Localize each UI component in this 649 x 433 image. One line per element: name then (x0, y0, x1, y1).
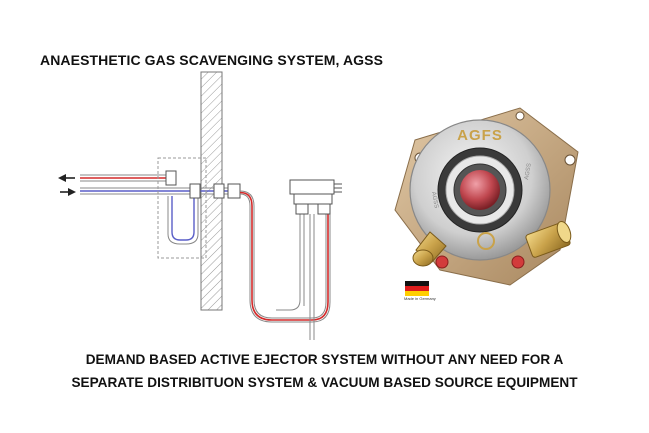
g-logo-icon (477, 232, 495, 250)
brand-label: AGFS (457, 127, 503, 144)
side-label-left: AGSS (430, 191, 439, 208)
agss-terminal-device: AGFS AGSS AGSS (394, 107, 579, 286)
side-label-right: AGSS (524, 163, 533, 180)
page-title: ANAESTHETIC GAS SCAVENGING SYSTEM, AGSS (40, 52, 384, 68)
pipe-lines (80, 157, 331, 340)
caption-line-2: SEPARATE DISTRIBITUON SYSTEM & VACUUM BA… (71, 375, 578, 390)
caption-line-1: DEMAND BASED ACTIVE EJECTOR SYSTEM WITHO… (85, 352, 564, 367)
german-flag-icon (405, 281, 429, 296)
made-in-label: Made in Germany (404, 296, 436, 301)
flow-arrows (58, 174, 76, 196)
terminal-unit-drawing (289, 179, 342, 215)
red-knob (460, 170, 500, 210)
